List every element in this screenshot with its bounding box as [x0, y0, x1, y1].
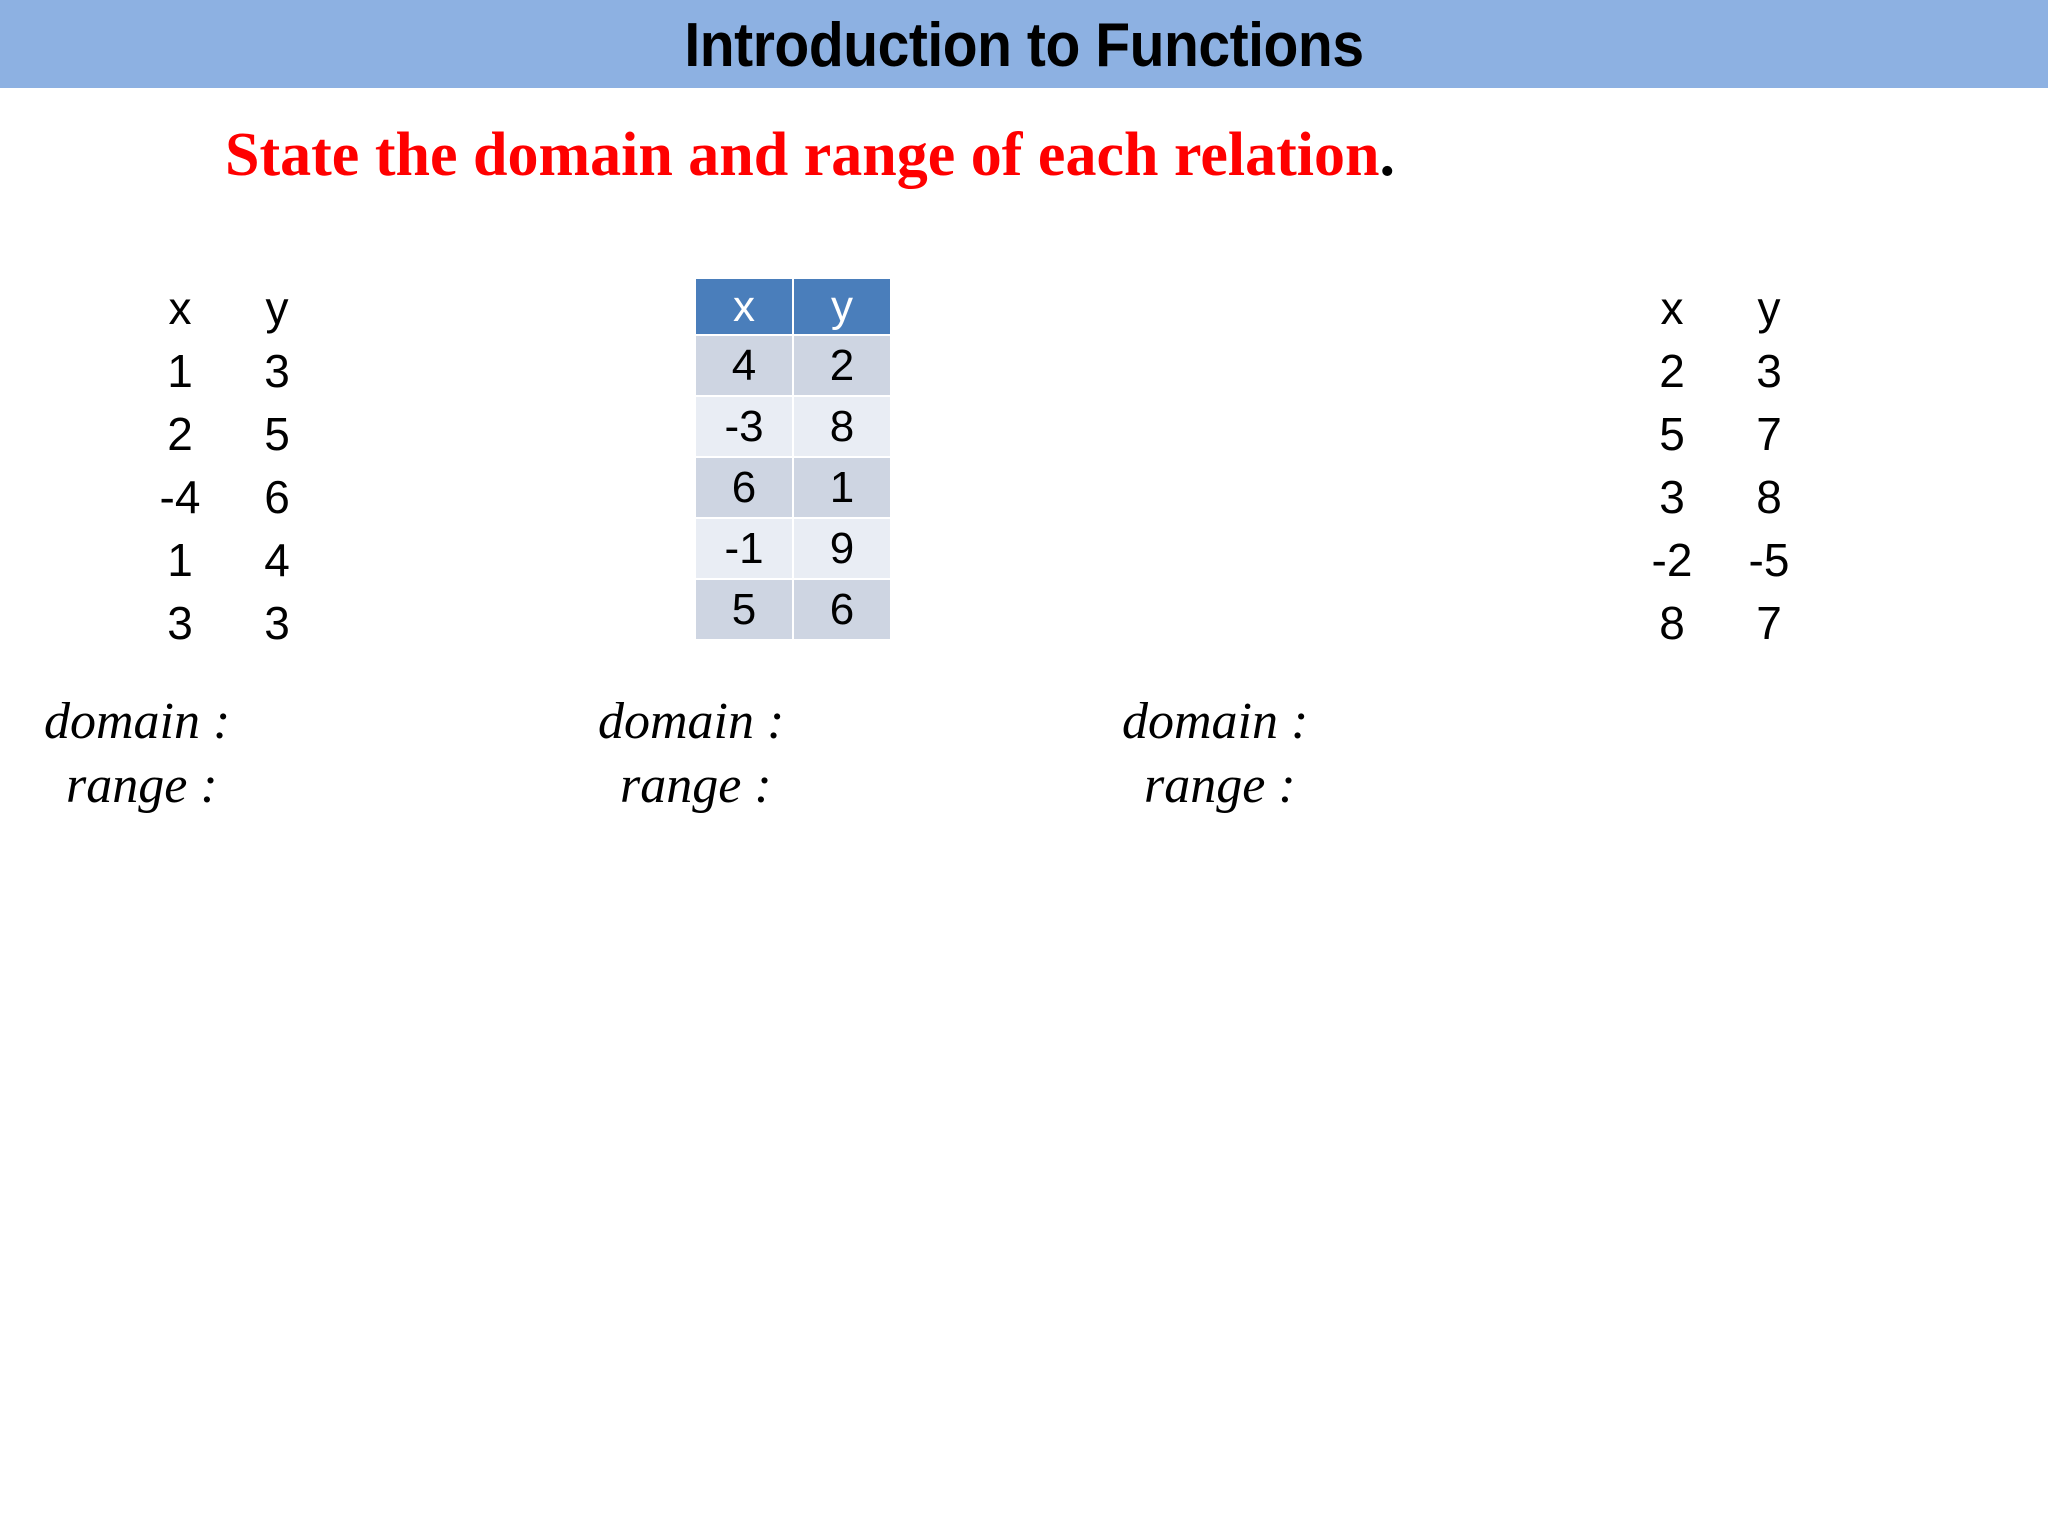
column-header-y: y	[1757, 282, 1781, 334]
relation-table-middle: x y 4 2 -3 8 6 1 -1 9 5 6	[694, 277, 892, 641]
domain-label: domain :	[1122, 693, 1309, 750]
cell-x: 8	[1659, 597, 1685, 649]
instruction-label: State the domain and range of each relat…	[225, 121, 1380, 189]
range-label: range :	[1144, 757, 1296, 814]
column-header-x: x	[696, 279, 792, 334]
cell-y: 3	[264, 345, 290, 397]
cell-y: 8	[1756, 471, 1782, 523]
cell-x: 1	[167, 534, 193, 586]
cell-x: 2	[1659, 345, 1685, 397]
column-header-y: y	[794, 279, 890, 334]
cell-x: 2	[167, 408, 193, 460]
column-header-y: y	[265, 282, 289, 334]
cell-x: -4	[159, 471, 201, 523]
cell-y: 7	[1756, 408, 1782, 460]
cell-y: 3	[1756, 345, 1782, 397]
cell-y: 1	[794, 458, 890, 517]
cell-x: -3	[696, 397, 792, 456]
column-header-x: x	[1660, 282, 1684, 334]
cell-y: 8	[794, 397, 890, 456]
instruction-text: State the domain and range of each relat…	[0, 120, 1620, 190]
cell-y: 6	[264, 471, 290, 523]
table-header-row: x y	[696, 279, 890, 334]
cell-y: 6	[794, 580, 890, 639]
cell-x: 4	[696, 336, 792, 395]
header-banner	[0, 0, 2048, 88]
domain-range-labels-middle: domain : range :	[598, 690, 784, 818]
cell-y: 5	[264, 408, 290, 460]
table-row: 6 1	[696, 458, 890, 517]
cell-x: -1	[696, 519, 792, 578]
cell-x: -2	[1651, 534, 1693, 586]
cell-x: 1	[167, 345, 193, 397]
cell-x: 6	[696, 458, 792, 517]
range-label: range :	[66, 757, 218, 814]
domain-range-labels-left: domain : range :	[44, 690, 230, 818]
instruction-period: .	[1379, 121, 1395, 189]
cell-y: -5	[1748, 534, 1790, 586]
domain-label: domain :	[44, 693, 231, 750]
cell-x: 3	[167, 597, 193, 649]
column-header-x: x	[168, 282, 192, 334]
cell-x: 5	[1659, 408, 1685, 460]
cell-y: 7	[1756, 597, 1782, 649]
table-row: -1 9	[696, 519, 890, 578]
range-label: range :	[620, 757, 772, 814]
cell-y: 9	[794, 519, 890, 578]
cell-x: 3	[1659, 471, 1685, 523]
domain-label: domain :	[598, 693, 785, 750]
cell-x: 5	[696, 580, 792, 639]
domain-range-labels-right: domain : range :	[1122, 690, 1308, 818]
cell-y: 2	[794, 336, 890, 395]
cell-y: 3	[264, 597, 290, 649]
table-row: -3 8	[696, 397, 890, 456]
table-row: 4 2	[696, 336, 890, 395]
table-row: 5 6	[696, 580, 890, 639]
cell-y: 4	[264, 534, 290, 586]
page-title: Introduction to Functions	[684, 11, 1364, 80]
